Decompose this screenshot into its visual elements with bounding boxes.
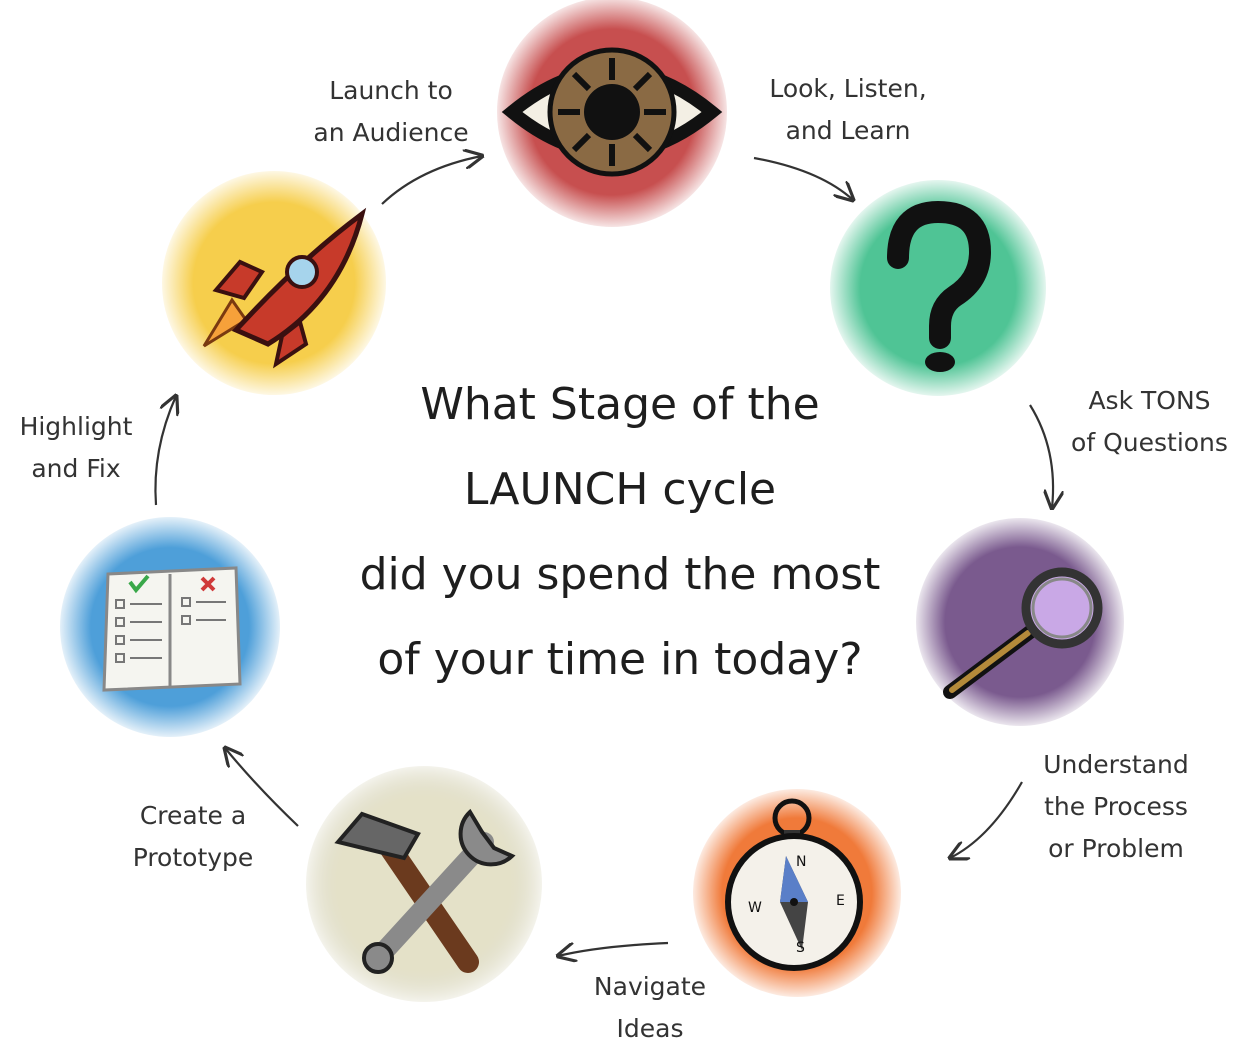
arrow-create-to-highlight [225, 748, 299, 827]
stage-label-create: Create a Prototype [132, 801, 254, 872]
stage-label-ask: Ask TONS of Questions [1071, 386, 1228, 457]
stage-ask-circle [830, 180, 1046, 396]
question-mark-icon [887, 200, 992, 372]
eye-icon [501, 47, 723, 177]
stage-label-understand: Understand the Process or Problem [1043, 750, 1189, 863]
stage-look [497, 0, 727, 227]
stage-label-highlight: Highlight and Fix [19, 412, 133, 483]
stage-ask [830, 180, 1046, 396]
stage-label-navigate: Navigate Ideas [593, 972, 707, 1043]
arrow-understand-to-navigate [950, 781, 1023, 858]
svg-text:S: S [796, 940, 805, 956]
stage-create [306, 766, 542, 1002]
magnifying-glass-icon [943, 567, 1103, 699]
arrow-ask-to-understand [1029, 404, 1053, 508]
arrow-look-to-ask [753, 156, 853, 200]
svg-text:N: N [796, 854, 806, 870]
stage-understand [916, 518, 1124, 726]
stage-highlight [60, 517, 280, 737]
arrow-navigate-to-create [558, 941, 669, 956]
stage-launch [162, 171, 386, 395]
hammer-wrench-icon [334, 808, 516, 974]
center-question: What Stage of the LAUNCH cycle did you s… [359, 379, 881, 685]
checklist-icon [102, 566, 242, 692]
stage-label-launch: Launch to an Audience [313, 76, 469, 147]
cycle-arrows [154, 156, 1053, 956]
svg-text:W: W [748, 900, 762, 916]
stage-navigate: N S W E [693, 789, 901, 997]
arrow-launch-to-look [381, 156, 482, 205]
svg-text:E: E [836, 893, 845, 909]
arrow-highlight-to-launch [154, 396, 176, 506]
compass-icon: N S W E [725, 798, 863, 971]
rocket-icon [202, 207, 367, 369]
stage-label-look: Look, Listen, and Learn [769, 74, 927, 145]
